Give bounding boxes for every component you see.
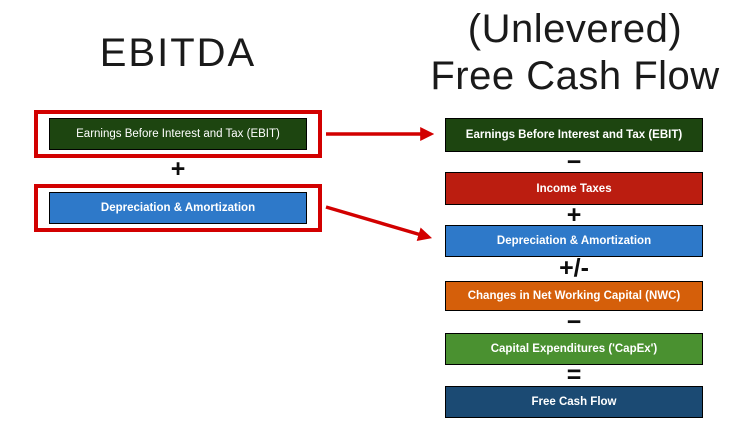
equals-operator: = (566, 360, 582, 389)
da-box-left: Depreciation & Amortization (49, 192, 307, 224)
ebit-highlight-frame: Earnings Before Interest and Tax (EBIT) (34, 110, 322, 158)
fcf-title: (Unlevered) Free Cash Flow (408, 6, 742, 100)
nwc-box: Changes in Net Working Capital (NWC) (445, 281, 703, 311)
da-highlight-frame: Depreciation & Amortization (34, 184, 322, 232)
da-box-right: Depreciation & Amortization (445, 225, 703, 257)
capex-box: Capital Expenditures ('CapEx') (445, 333, 703, 365)
ebit-box-right: Earnings Before Interest and Tax (EBIT) (445, 118, 703, 152)
minus-operator-1: − (566, 147, 582, 176)
free-cash-flow-box: Free Cash Flow (445, 386, 703, 418)
plus-operator-left: + (170, 154, 186, 183)
ebitda-title: EBITDA (99, 31, 257, 75)
arrow-da-to-fcf (325, 205, 433, 241)
minus-operator-2: − (566, 307, 582, 336)
ebit-box-left: Earnings Before Interest and Tax (EBIT) (49, 118, 307, 150)
income-taxes-box: Income Taxes (445, 172, 703, 205)
plus-minus-operator: +/- (559, 254, 589, 282)
fcf-title-line1: (Unlevered) (467, 7, 683, 51)
fcf-title-line2: Free Cash Flow (430, 54, 720, 98)
plus-operator-right: + (566, 201, 582, 229)
